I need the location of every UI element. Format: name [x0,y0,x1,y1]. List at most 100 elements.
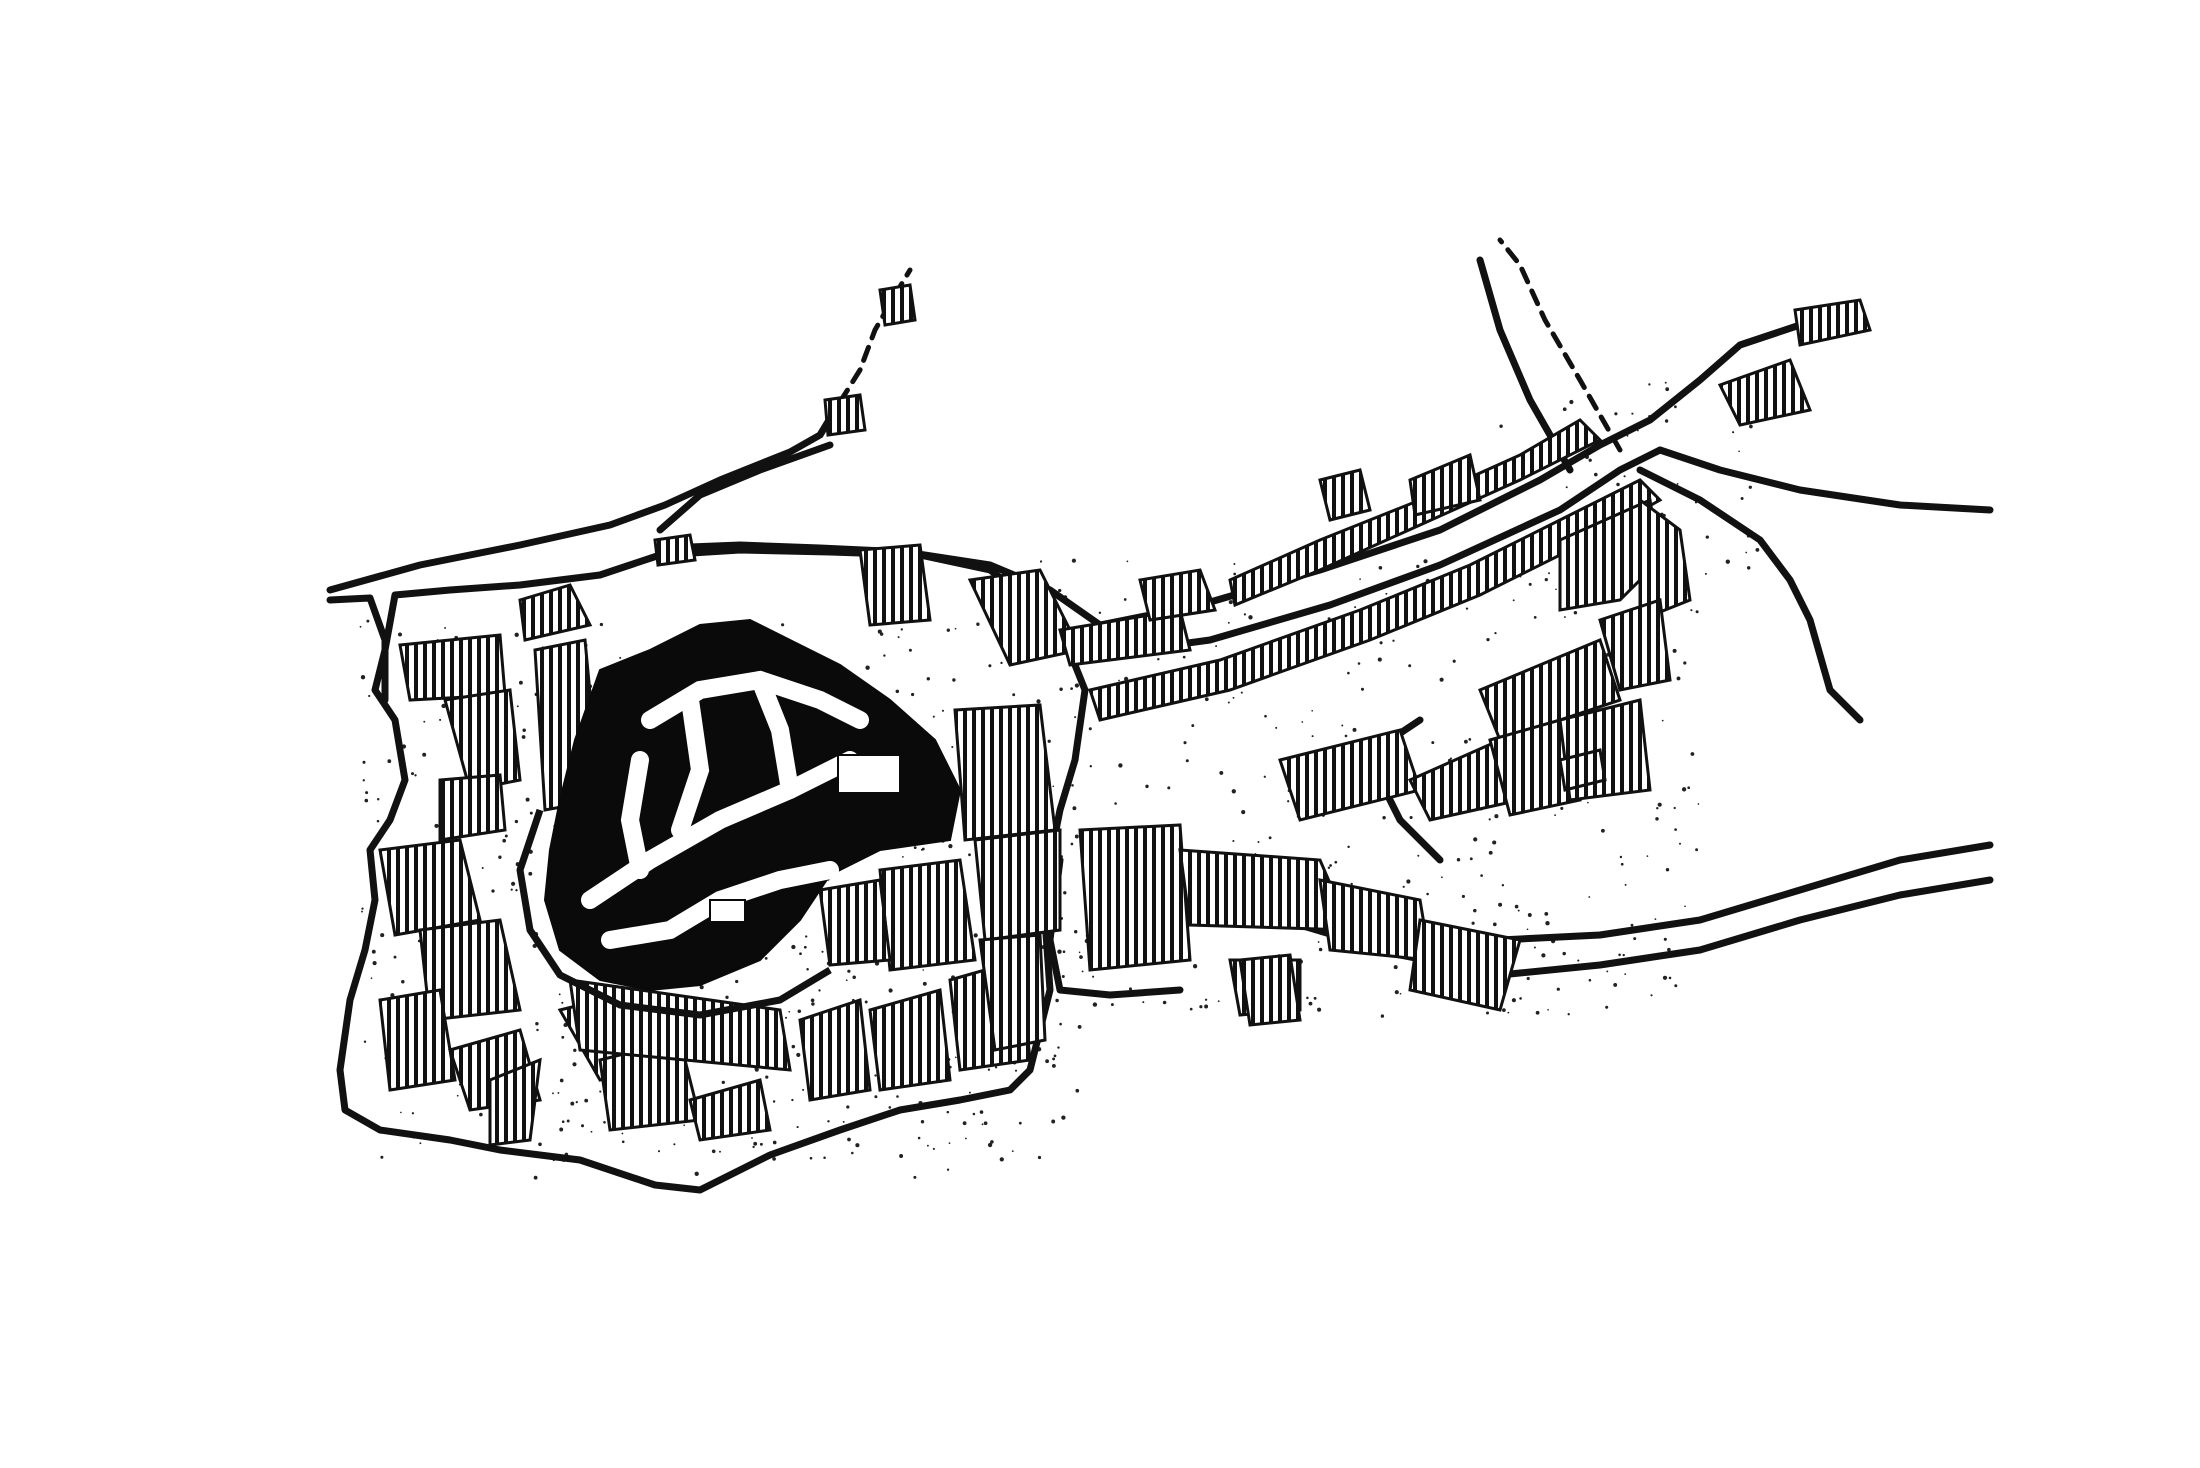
stipple-dot [1308,1001,1313,1006]
building-block [858,543,932,627]
stipple-dot [1567,1013,1570,1016]
stipple-dot [1626,435,1629,437]
road-ne-branch-a [1476,256,1574,474]
building-block [518,583,593,642]
stipple-dot [946,1168,950,1171]
stipple-dot [883,654,886,657]
stipple-dot [1402,885,1405,888]
stipple-dot [922,981,927,986]
building-block [1078,823,1192,972]
building-block [868,988,952,1092]
stipple-dot [772,1100,776,1103]
stipple-dot [1526,928,1529,931]
stipple-dot [1118,679,1120,682]
stipple-dot [954,627,957,630]
road-northwest-lane [656,441,834,534]
stipple-dot [1114,802,1117,805]
stipple-dot [1318,947,1323,952]
stipple-dot [1533,946,1536,949]
stipple-dot [1051,1063,1056,1068]
stipple-dot [1052,785,1055,788]
stipple-dot [584,1098,589,1103]
stipple-dot [1646,855,1649,857]
stipple-dot [1317,941,1320,943]
stipple-dot [528,871,533,876]
stipple-dot [1577,959,1580,962]
building-block [1558,748,1607,792]
stipple-dot [874,1095,878,1099]
stipple-dot [521,735,526,739]
stipple-dot [368,694,371,698]
stipple-dot [1631,412,1634,415]
stipple-dot [1233,563,1236,565]
stipple-dot [1185,759,1189,763]
stipple-dot [1517,909,1520,912]
stipple-dot [920,848,924,851]
stipple-dot [1616,482,1620,487]
stipple-dot [1243,613,1247,616]
stipple-dot [1511,998,1516,1003]
stipple-dot [1417,854,1420,857]
stipple-dot [818,989,821,992]
stipple-dot [1058,588,1062,593]
ribbon-buildings-east [1278,497,1692,822]
stipple-dot [994,1066,998,1069]
stipple-dot [1092,1002,1098,1007]
stipple-dot [1650,994,1653,997]
stipple-dot [621,1132,624,1135]
stipple-dot [1563,616,1566,618]
stipple-dot [1313,996,1317,1000]
stipple-dot [1334,860,1338,864]
stipple-dot [1311,735,1314,738]
stipple-dot [559,1127,564,1132]
stipple-dot [1613,982,1618,987]
stipple-dot [896,1095,899,1098]
stipple-dot [1673,806,1676,810]
stipple-dot [400,1111,402,1114]
stipple-dot [1569,399,1574,405]
stipple-dot [1123,598,1127,601]
stipple-dot [1565,486,1568,489]
stipple-dot [983,1121,988,1126]
stipple-dot [410,772,415,776]
stipple-dot [1684,905,1686,908]
stipple-dot [573,1048,577,1052]
stipple-dot [456,1094,459,1097]
stipple-dot [1681,787,1687,792]
stipple-dot [1204,998,1208,1001]
stipple-dot [1665,868,1670,872]
stipple-dot [851,1151,854,1155]
stipple-dot [805,935,808,938]
stipple-dot [1547,1008,1549,1011]
stipple-dot [1492,922,1497,927]
stipple-dot [1683,661,1687,665]
stipple-dot [1745,551,1748,554]
stipple-dot [1406,879,1411,884]
stipple-dot [364,798,369,803]
road-east-upper [1656,446,1994,514]
building-block [653,533,697,567]
stipple-dot [510,888,513,891]
stipple-dot [1486,637,1490,642]
stipple-dot [1573,610,1578,615]
building-block [973,828,1062,942]
stipple-dot [1746,566,1751,570]
stipple-dot [390,993,395,998]
stipple-dot [1057,1046,1060,1049]
stipple-dot [932,1147,935,1150]
stipple-dot [1622,953,1625,957]
stipple-dot [1545,921,1550,926]
stipple-dot [1408,664,1412,668]
stipple-dot [926,677,931,681]
stipple-dot [1217,1000,1220,1003]
stipple-dot [721,1080,725,1085]
stipple-dot [1162,1000,1167,1005]
stipple-dot [1227,701,1230,704]
stipple-dot [842,1120,845,1123]
building-block [1598,597,1672,692]
stipple-dot [387,759,392,764]
stipple-dot [973,933,978,938]
stipple-dot [1544,912,1549,916]
stipple-dot [699,985,704,990]
stipple-dot [529,811,533,815]
